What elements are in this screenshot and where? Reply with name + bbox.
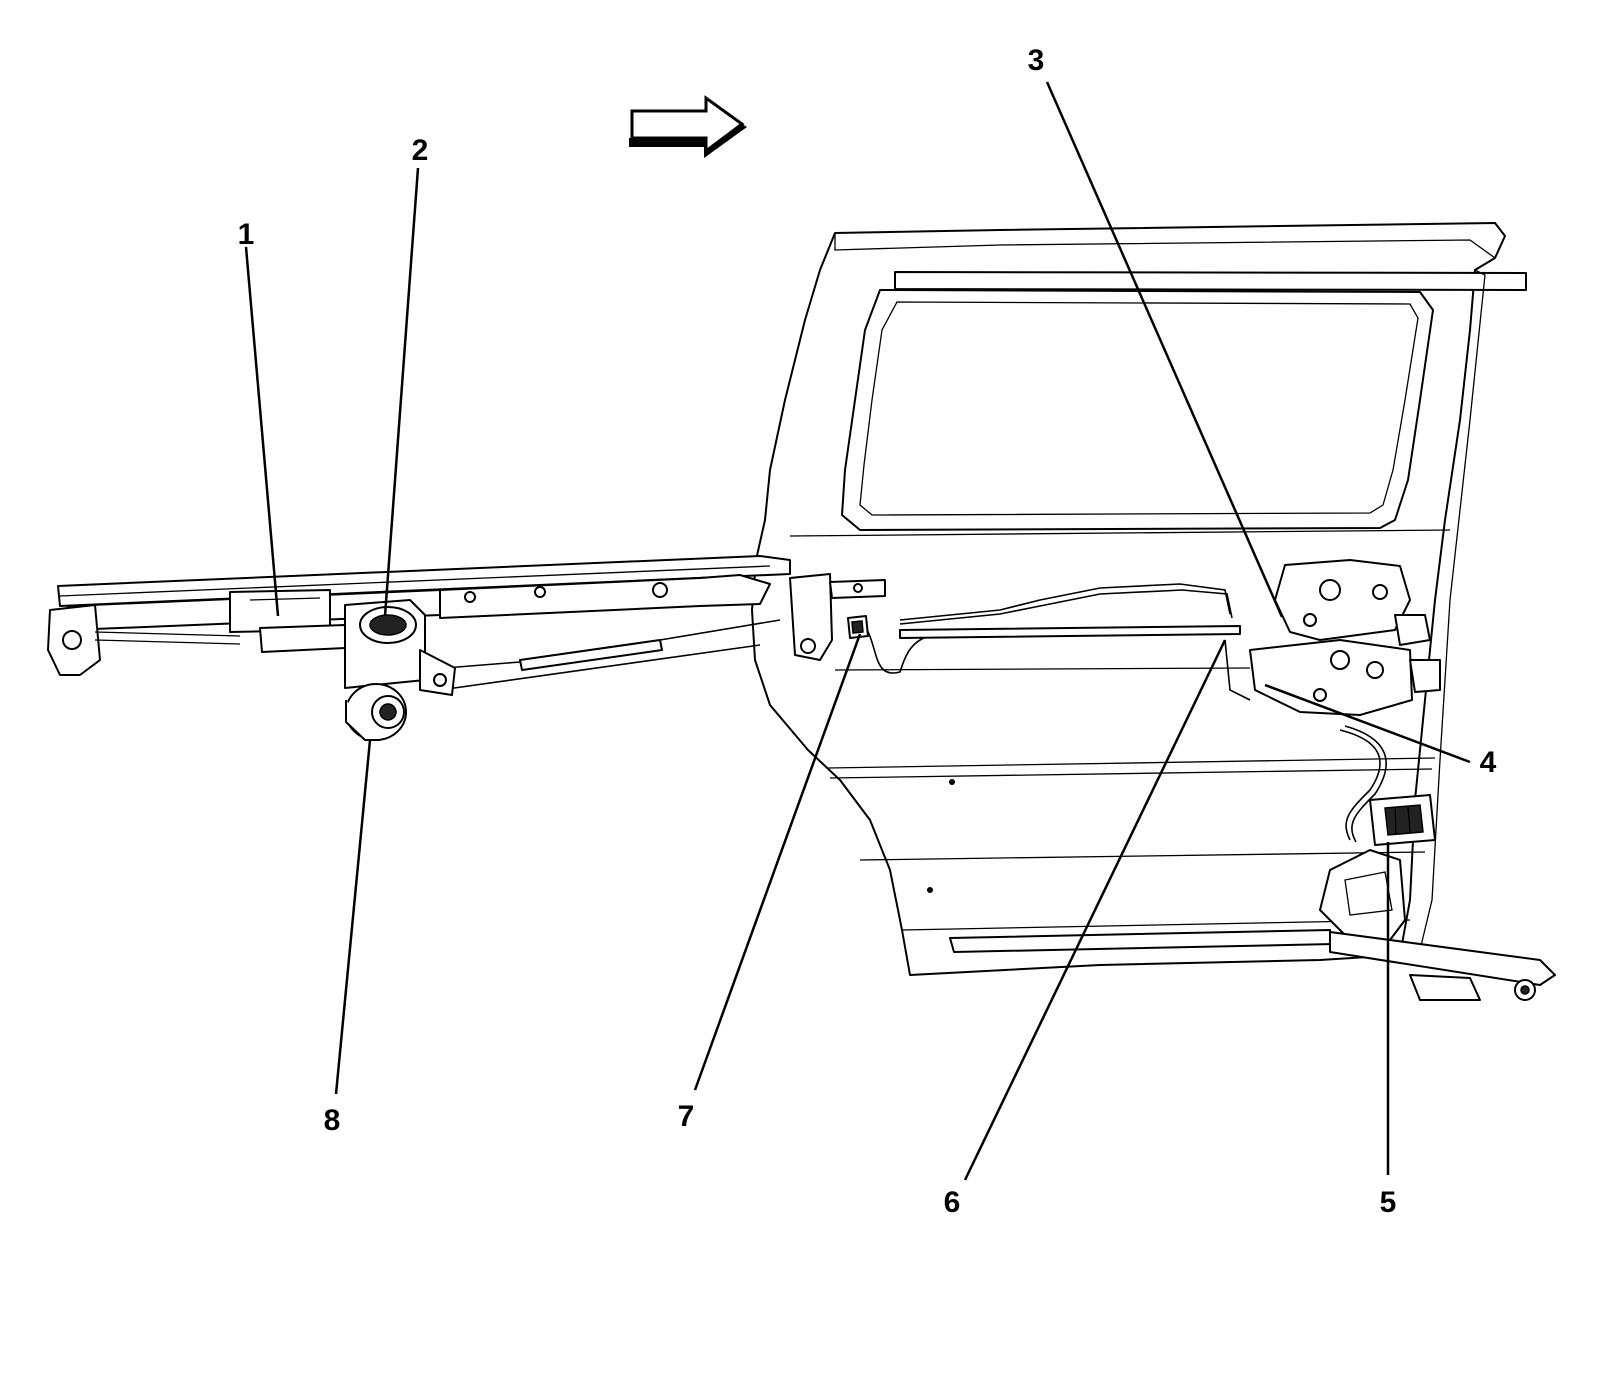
door-latch-assembly	[1249, 559, 1441, 716]
callout-label-4: 4	[1480, 746, 1497, 779]
callout-label-5: 5	[1380, 1186, 1397, 1219]
door-panel	[751, 222, 1527, 976]
door-control-module	[1369, 794, 1436, 846]
callout-label-3: 3	[1028, 44, 1045, 77]
front-roller-bracket	[789, 573, 886, 661]
callout-label-7: 7	[678, 1100, 695, 1133]
callout-5: 5	[1380, 842, 1397, 1219]
callout-3: 3	[1028, 44, 1284, 618]
door-switch-connector	[847, 615, 869, 639]
lower-rear-hinge	[1319, 849, 1556, 1001]
callout-6: 6	[944, 639, 1227, 1219]
callout-4: 4	[1264, 683, 1497, 779]
callout-1: 1	[238, 218, 280, 617]
callout-label-2: 2	[412, 134, 429, 167]
callout-label-1: 1	[238, 218, 255, 251]
callout-8: 8	[324, 739, 372, 1137]
callout-2: 2	[383, 134, 429, 617]
drive-motor-assembly	[229, 589, 456, 741]
callout-label-6: 6	[944, 1186, 961, 1219]
callouts: 1 2 3 4 5 6 7 8	[238, 44, 1497, 1219]
callout-label-8: 8	[324, 1104, 341, 1137]
drive-cable	[394, 619, 781, 691]
callout-7: 7	[678, 633, 862, 1133]
forward-arrow-icon	[629, 95, 747, 158]
latch-rod	[834, 625, 1251, 671]
